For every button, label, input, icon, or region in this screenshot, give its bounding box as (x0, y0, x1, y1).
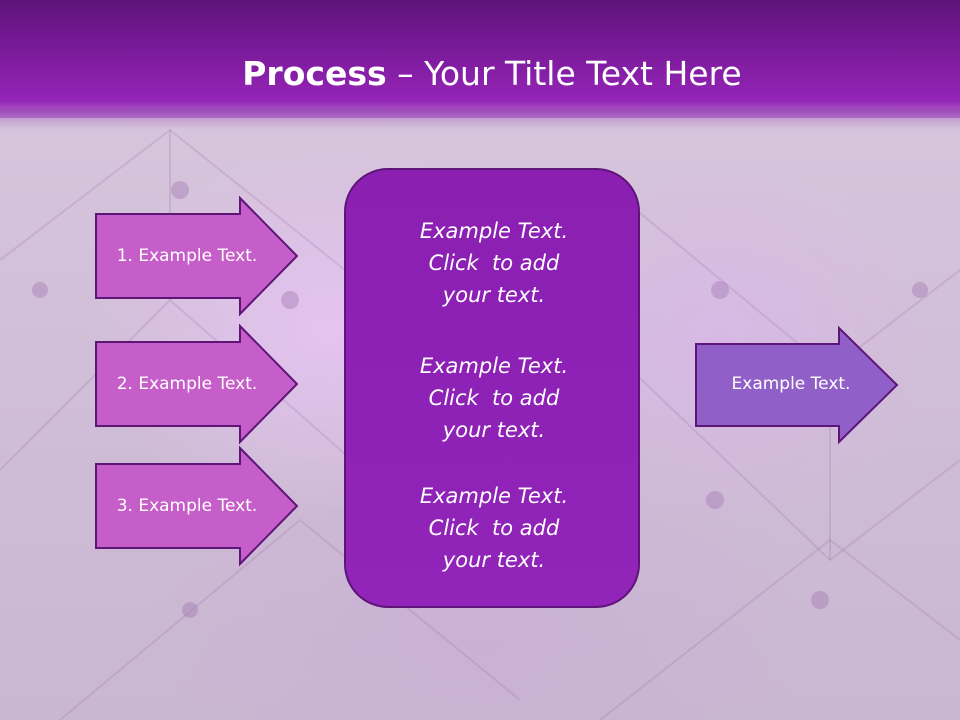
center-text-line: Example Text. (419, 219, 569, 243)
input-arrow-3[interactable] (95, 445, 299, 567)
title-bar-fade (0, 108, 960, 130)
center-text-block-3[interactable]: Example Text. Click to add your text. (346, 480, 642, 576)
input-arrow-3-label: 3. Example Text. (116, 496, 258, 516)
slide-title[interactable]: Process – Your Title Text Here (0, 52, 960, 96)
center-text-line: Click to add (428, 251, 560, 275)
output-arrow[interactable] (695, 325, 899, 445)
center-text-line: Click to add (428, 386, 560, 410)
center-text-block-2[interactable]: Example Text. Click to add your text. (346, 350, 642, 446)
input-arrow-1-label: 1. Example Text. (116, 246, 258, 266)
center-text-line: Example Text. (419, 484, 569, 508)
center-text-line: your text. (442, 548, 546, 572)
output-arrow-label: Example Text. (731, 374, 851, 394)
center-text-line: your text. (442, 283, 546, 307)
input-arrow-1[interactable] (95, 195, 299, 317)
input-arrow-2-label: 2. Example Text. (116, 374, 258, 394)
title-rest: – Your Title Text Here (386, 54, 742, 93)
title-bar (0, 0, 960, 118)
title-bold: Process (242, 54, 387, 93)
center-text-line: Click to add (428, 516, 560, 540)
center-text-block-1[interactable]: Example Text. Click to add your text. (346, 215, 642, 311)
center-text-line: Example Text. (419, 354, 569, 378)
center-text-line: your text. (442, 418, 546, 442)
center-process-box[interactable]: Example Text. Click to add your text. Ex… (344, 168, 640, 608)
input-arrow-2[interactable] (95, 323, 299, 445)
